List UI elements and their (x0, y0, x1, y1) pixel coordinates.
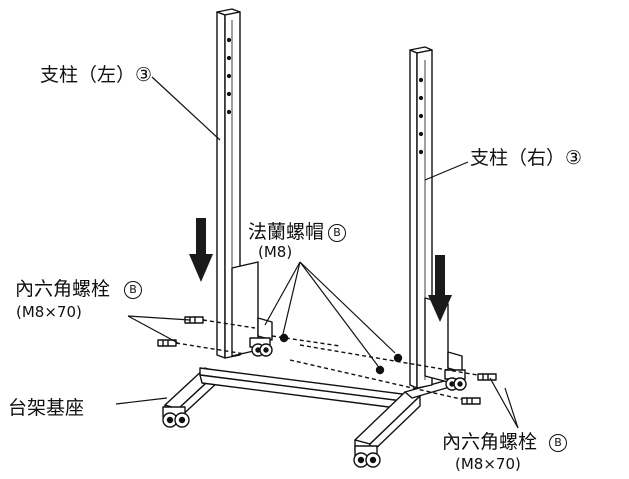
label-flange-nut-size: (M8) (258, 243, 293, 261)
bolt-icon (461, 397, 481, 405)
label-hex-bolt-left-text: 內六角螺栓 (15, 278, 111, 300)
caster-icon (444, 369, 467, 391)
part-code-badge: B (328, 224, 347, 242)
bolt-icon (157, 339, 246, 355)
part-code-badge: B (124, 281, 143, 299)
pillar-right (409, 46, 463, 389)
nut-icon (271, 333, 341, 347)
down-arrow-icon (428, 255, 452, 322)
part-code-badge: B (549, 434, 568, 452)
label-pillar-left-text: 支柱（左）③ (40, 64, 153, 86)
label-hex-bolt-right: 內六角螺栓 B (442, 427, 568, 454)
label-pillar-right-text: 支柱（右）③ (470, 147, 583, 169)
label-hex-bolt-right-size: (M8×70) (455, 455, 521, 473)
label-hex-bolt-right-text: 內六角螺栓 (442, 431, 538, 453)
label-hex-bolt-left-size: (M8×70) (16, 303, 82, 321)
pillar-left (216, 8, 273, 359)
label-pillar-left: 支柱（左）③ (40, 60, 152, 87)
down-arrow-icon (189, 218, 213, 282)
label-hex-bolt-left: 內六角螺栓 B (15, 274, 143, 301)
label-flange-nut-text: 法蘭螺帽 (248, 221, 325, 243)
leader-lines (115, 76, 519, 429)
caster-icon (353, 445, 381, 468)
label-pillar-right: 支柱（右）③ (470, 143, 582, 170)
nut-icon (289, 344, 496, 401)
caster-icon (162, 406, 190, 428)
caster-icon (249, 337, 273, 357)
label-base: 台架基座 (8, 397, 85, 419)
bolt-icon (477, 373, 497, 381)
